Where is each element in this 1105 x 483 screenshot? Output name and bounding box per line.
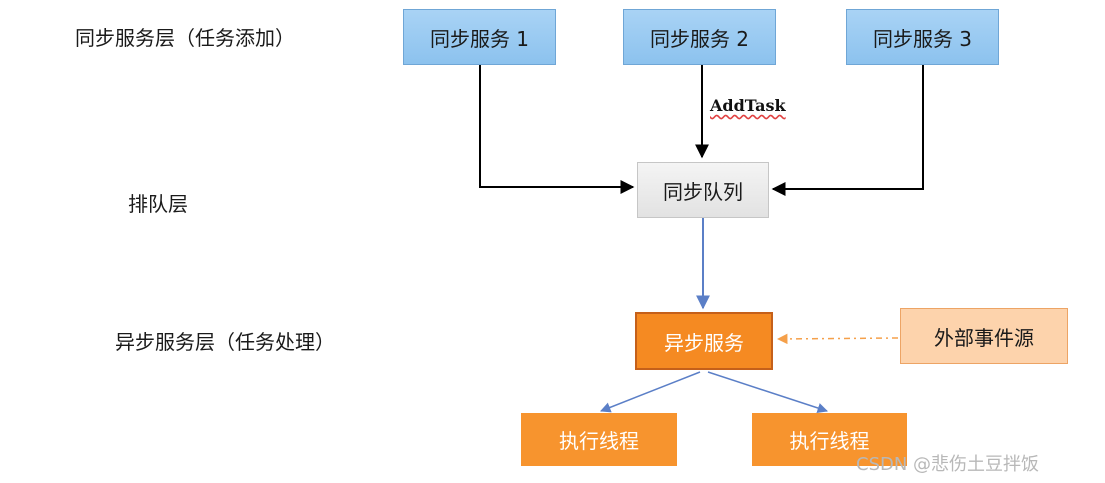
node-async-service: 异步服务: [635, 312, 773, 370]
node-external-event-source: 外部事件源: [900, 308, 1068, 364]
node-sync-queue: 同步队列: [637, 162, 769, 218]
edge-label-addtask: AddTask: [710, 96, 786, 115]
watermark: CSDN @悲伤土豆拌饭: [856, 454, 1040, 475]
edge-external-to-async: [776, 333, 899, 345]
node-sync-service-2: 同步服务 2: [623, 9, 776, 65]
node-sync-service-3: 同步服务 3: [846, 9, 999, 65]
edge-async-to-thread1: [600, 371, 701, 413]
layer-label-queue: 排队层: [128, 192, 188, 216]
layer-label-sync: 同步服务层（任务添加）: [75, 26, 295, 50]
node-worker-thread-2: 执行线程: [752, 413, 907, 466]
layer-label-async: 异步服务层（任务处理）: [115, 330, 335, 354]
edge-async-to-thread2: [707, 371, 828, 414]
node-sync-service-1: 同步服务 1: [403, 9, 556, 65]
edge-sync3-to-queue: [771, 65, 924, 196]
edge-sync1-to-queue: [479, 65, 635, 194]
node-worker-thread-1: 执行线程: [521, 413, 677, 466]
